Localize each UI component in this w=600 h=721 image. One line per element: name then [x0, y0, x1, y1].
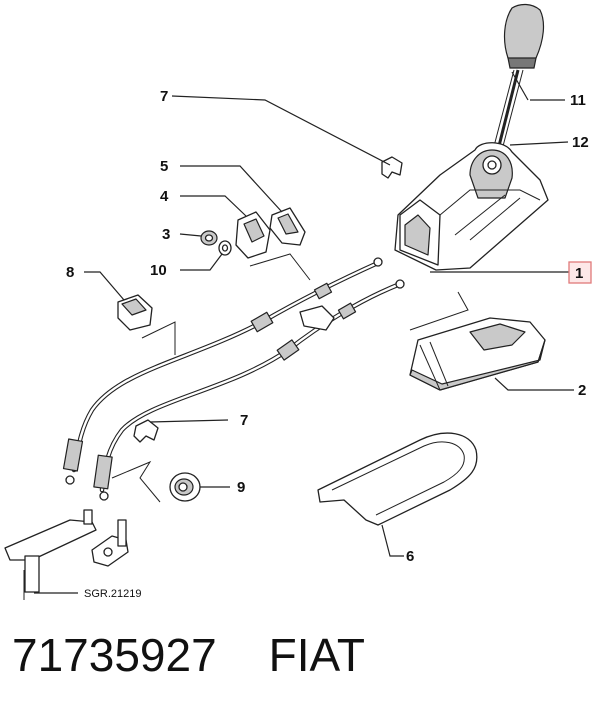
callout-11: 11	[570, 92, 586, 109]
callout-1: 1	[575, 265, 583, 282]
callout-8: 8	[66, 264, 74, 281]
part-footer: 71735927 FIAT	[12, 628, 365, 682]
callout-9: 9	[237, 479, 245, 496]
callout-7-top: 7	[160, 88, 168, 105]
grommet	[169, 472, 201, 502]
callout-4: 4	[160, 188, 169, 205]
manufacturer-name: FIAT	[268, 629, 365, 681]
cable-clip	[117, 294, 153, 331]
bush	[200, 230, 218, 246]
retaining-clip-top	[381, 156, 403, 179]
retaining-clip-lower	[133, 419, 159, 443]
gear-knob	[503, 3, 545, 69]
callout-10: 10	[150, 262, 167, 279]
part-number: 71735927	[12, 629, 217, 681]
callout-1-highlight: 1	[568, 261, 592, 284]
callout-2: 2	[578, 382, 586, 399]
parts-diagram: 7 5 4 3 10 8 11 12 1 2 7 9 6 SGR.21219	[4, 3, 592, 600]
leader-lines	[34, 71, 574, 594]
trim-panel	[317, 432, 478, 526]
callout-7-lower: 7	[240, 412, 248, 429]
guide-lines	[23, 253, 469, 600]
gearshift-cables	[62, 257, 405, 501]
cable-support	[235, 211, 271, 259]
callout-6: 6	[406, 548, 414, 565]
gear-lever	[492, 69, 524, 151]
reference-code: SGR.21219	[84, 588, 141, 600]
selector-linkage	[4, 509, 129, 593]
cable-bracket	[269, 207, 306, 246]
callout-5: 5	[160, 158, 168, 175]
housing-cover	[409, 317, 546, 391]
gearshift-housing	[394, 142, 549, 271]
washer	[218, 240, 232, 256]
callout-3: 3	[162, 226, 170, 243]
callout-12: 12	[572, 134, 589, 151]
